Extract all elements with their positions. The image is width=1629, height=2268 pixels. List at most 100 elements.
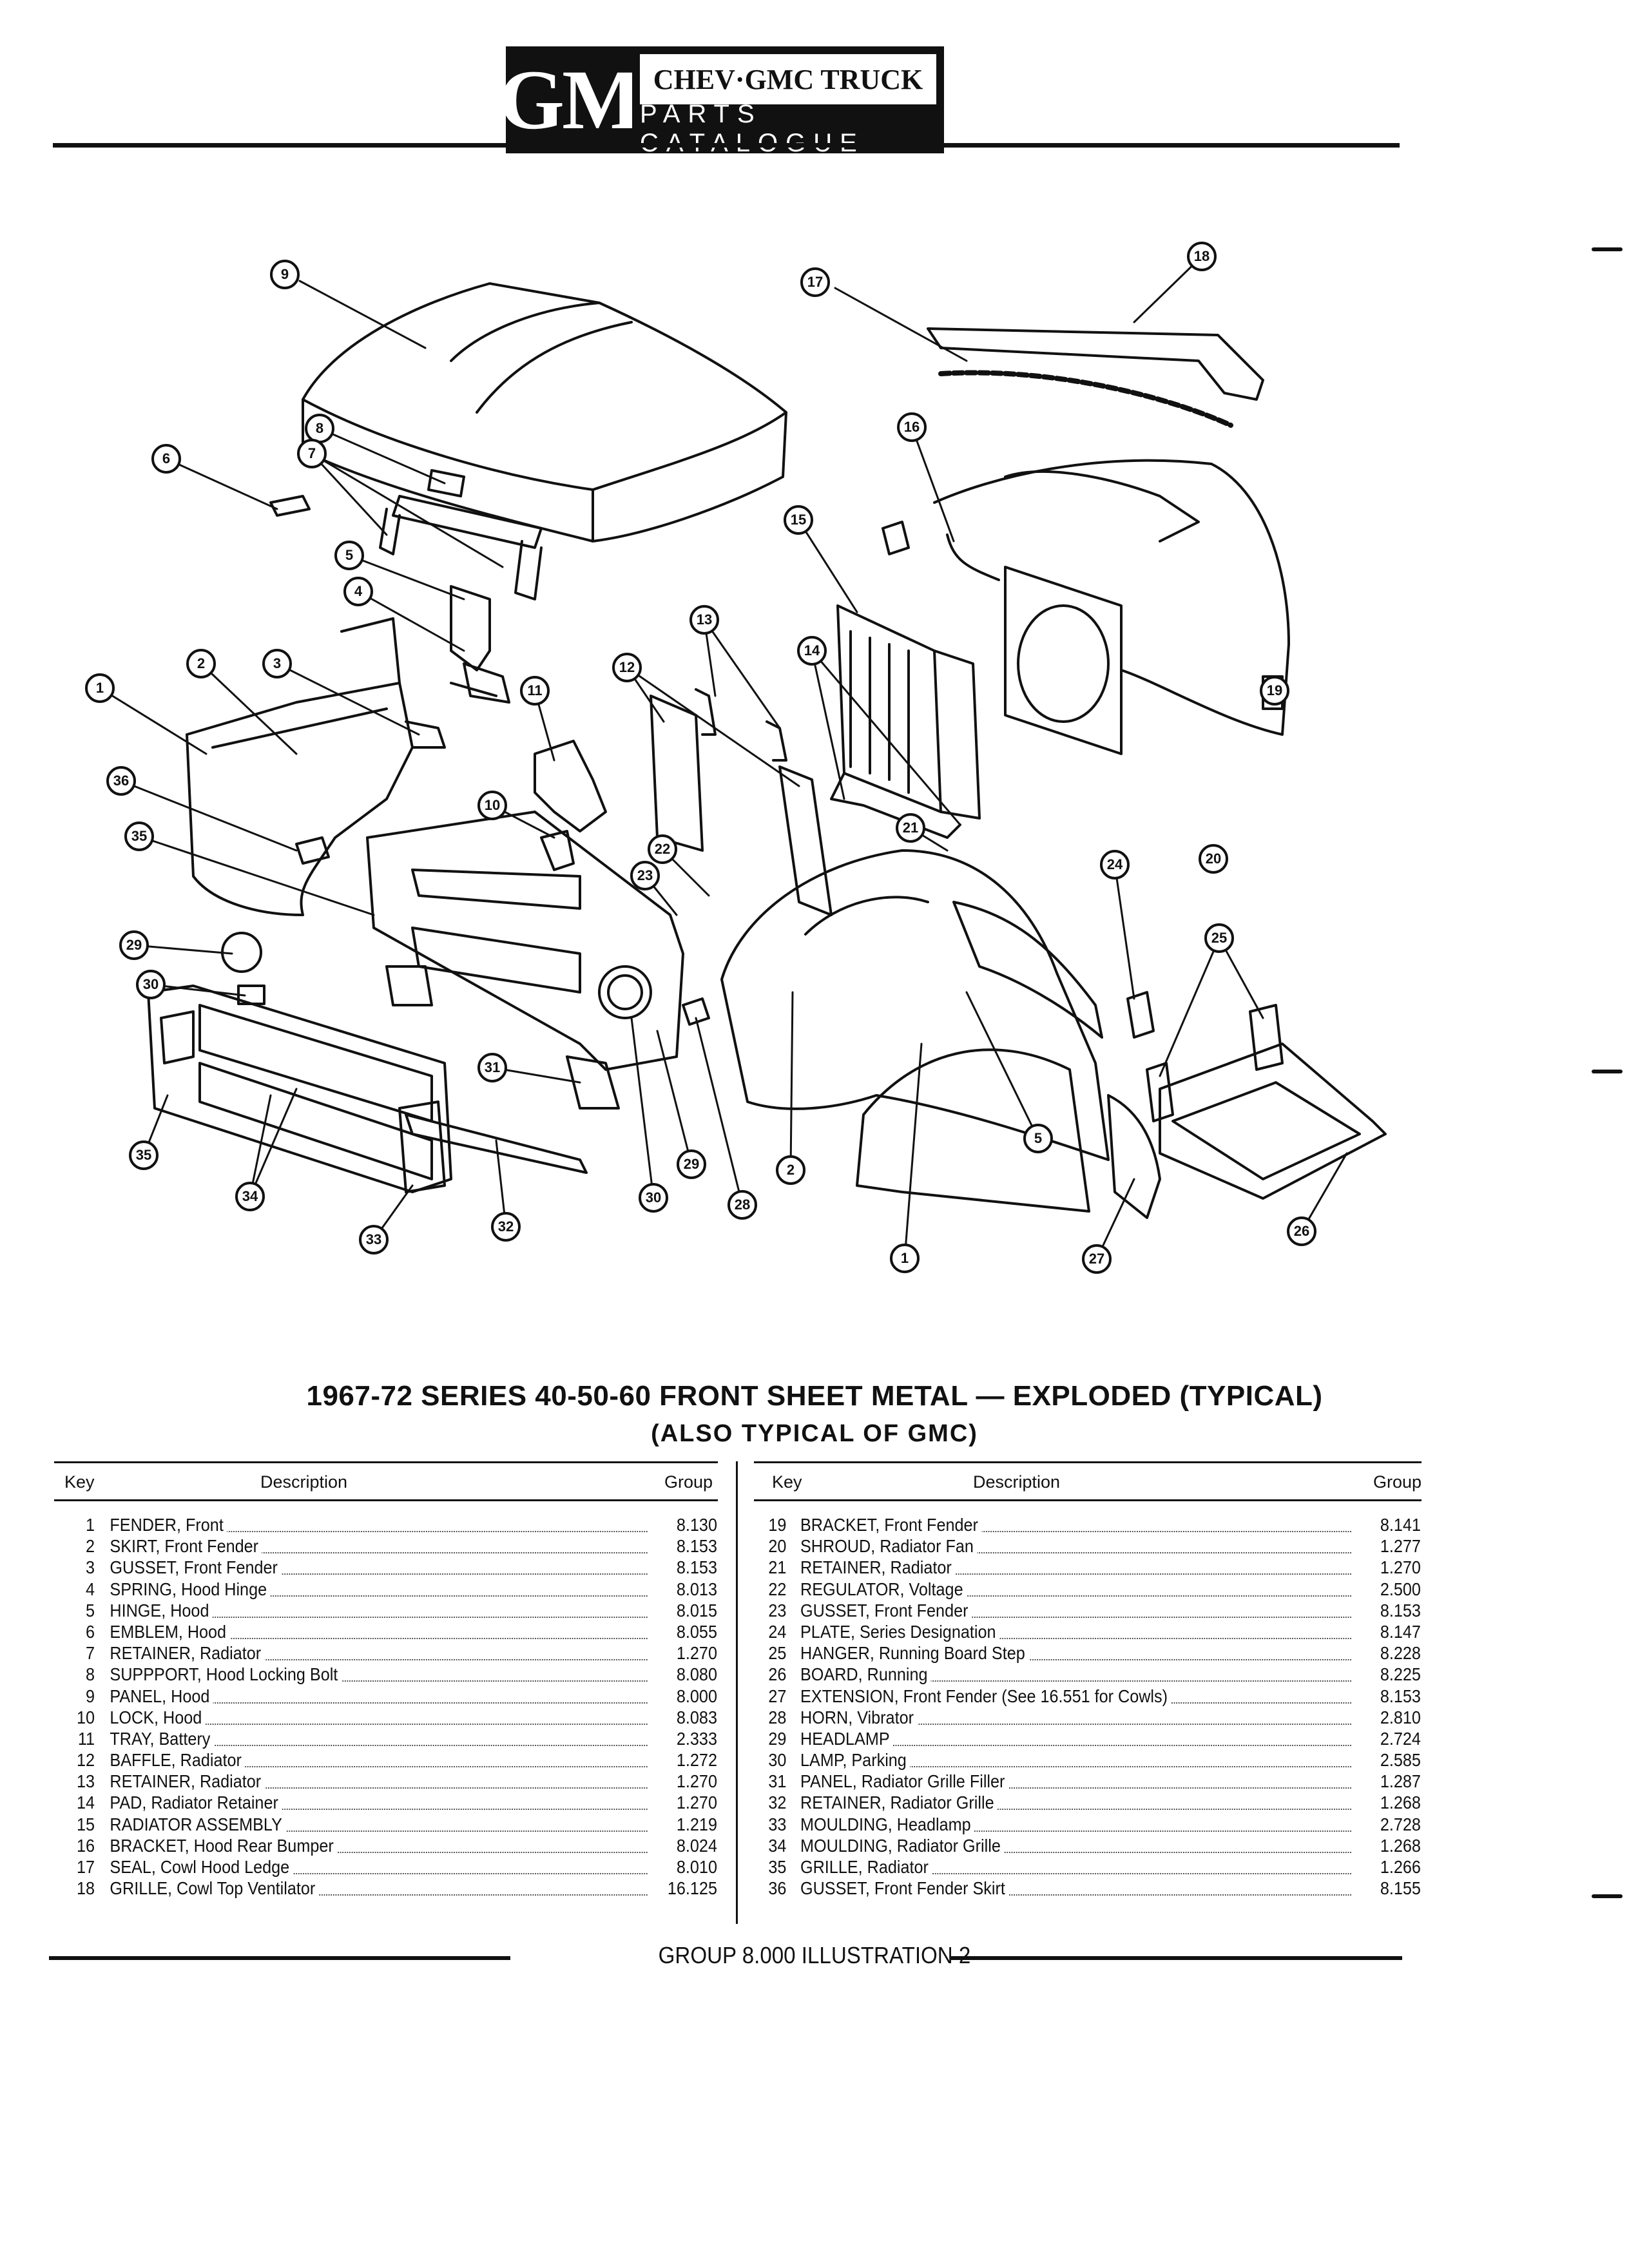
leader-dots bbox=[800, 1878, 1351, 1896]
callout-5-lower: 5 bbox=[1023, 1124, 1053, 1153]
part-description: EMBLEM, Hood bbox=[110, 1620, 230, 1642]
header-line-1: CHEV·GMC TRUCK bbox=[640, 54, 936, 104]
part-description: GUSSET, Front Fender bbox=[110, 1557, 282, 1579]
part-group: 2.333 bbox=[653, 1727, 717, 1749]
part-description: HEADLAMP bbox=[800, 1727, 894, 1749]
series-plate-part bbox=[1126, 991, 1155, 1039]
headlamp-moulding-part bbox=[398, 1100, 446, 1193]
part-key: 19 bbox=[768, 1515, 787, 1535]
part-key: 24 bbox=[768, 1621, 787, 1642]
header-box: CHEV·GMC TRUCK PARTS CATALOGUE bbox=[632, 46, 944, 157]
part-key: 2 bbox=[85, 1536, 95, 1557]
callout-26: 26 bbox=[1287, 1216, 1316, 1246]
table-row: 3 GUSSET, Front Fender 8.153 bbox=[54, 1557, 717, 1579]
part-description: GRILLE, Radiator bbox=[800, 1856, 932, 1878]
part-description: HORN, Vibrator bbox=[800, 1706, 918, 1728]
callout-15: 15 bbox=[784, 505, 813, 535]
callout-3: 3 bbox=[262, 649, 292, 678]
front-fender-part bbox=[720, 849, 1110, 1213]
leader-dots bbox=[800, 1579, 1351, 1597]
part-description: PLATE, Series Designation bbox=[800, 1620, 999, 1642]
part-key: 22 bbox=[768, 1579, 787, 1599]
running-board-part bbox=[1146, 1004, 1387, 1200]
diagram-title: 1967-72 SERIES 40-50-60 FRONT SHEET META… bbox=[306, 1380, 1323, 1412]
callout-35-lower: 35 bbox=[129, 1140, 159, 1170]
horn-part bbox=[682, 997, 710, 1026]
emblem-part bbox=[269, 495, 311, 517]
part-description: BAFFLE, Radiator bbox=[110, 1749, 246, 1771]
grille-panel-part bbox=[366, 811, 684, 1071]
callout-4: 4 bbox=[343, 577, 373, 606]
leader-dots bbox=[800, 1749, 1351, 1768]
leader-dots bbox=[800, 1514, 1351, 1532]
callout-30-left: 30 bbox=[136, 970, 166, 999]
header-key: Key bbox=[772, 1472, 802, 1492]
catalogue-header: GM CHEV·GMC TRUCK PARTS CATALOGUE bbox=[498, 46, 944, 157]
leader-dots bbox=[110, 1792, 648, 1811]
part-key: 3 bbox=[85, 1557, 95, 1578]
footer-rule-right bbox=[951, 1956, 1402, 1960]
leader-dots bbox=[110, 1557, 648, 1575]
part-group: 8.024 bbox=[653, 1834, 717, 1856]
callout-27: 27 bbox=[1082, 1244, 1112, 1274]
part-key: 10 bbox=[76, 1707, 95, 1727]
part-key: 34 bbox=[768, 1835, 787, 1856]
cowl-part bbox=[882, 459, 1290, 736]
part-group: 1.270 bbox=[1356, 1557, 1421, 1579]
part-group: 2.724 bbox=[1356, 1727, 1421, 1749]
fan-shroud-part bbox=[1004, 566, 1123, 755]
callout-22: 22 bbox=[648, 834, 677, 864]
part-description: SEAL, Cowl Hood Ledge bbox=[110, 1856, 293, 1878]
leader-dots bbox=[110, 1856, 648, 1874]
leader-dots bbox=[110, 1707, 648, 1725]
part-description: RETAINER, Radiator bbox=[110, 1642, 265, 1664]
battery-tray-part bbox=[534, 740, 607, 832]
part-description: GUSSET, Front Fender bbox=[800, 1599, 972, 1621]
part-key: 5 bbox=[85, 1600, 95, 1620]
part-description: RETAINER, Radiator bbox=[800, 1557, 956, 1579]
part-description: SHROUD, Radiator Fan bbox=[800, 1535, 978, 1557]
part-group: 1.270 bbox=[653, 1642, 717, 1664]
part-key: 18 bbox=[76, 1878, 95, 1899]
callout-36: 36 bbox=[106, 766, 136, 796]
part-description: SUPPPORT, Hood Locking Bolt bbox=[110, 1664, 342, 1686]
callout-2-upper: 2 bbox=[186, 649, 216, 678]
part-key: 9 bbox=[85, 1686, 95, 1706]
callout-18: 18 bbox=[1187, 242, 1217, 271]
leader-dots bbox=[110, 1814, 648, 1832]
leader-dots bbox=[110, 1642, 648, 1661]
part-description: REGULATOR, Voltage bbox=[800, 1578, 967, 1600]
part-description: BOARD, Running bbox=[800, 1664, 931, 1686]
part-description: FENDER, Front bbox=[110, 1514, 227, 1535]
callout-35-upper: 35 bbox=[124, 822, 154, 851]
part-description: PANEL, Hood bbox=[110, 1685, 213, 1707]
part-group: 8.015 bbox=[653, 1599, 717, 1621]
leader-dots bbox=[110, 1600, 648, 1618]
footer-caption: GROUP 8.000 ILLUSTRATION 2 bbox=[658, 1942, 971, 1968]
part-description: GRILLE, Cowl Top Ventilator bbox=[110, 1878, 319, 1899]
callout-10: 10 bbox=[477, 791, 507, 820]
part-group: 1.272 bbox=[653, 1749, 717, 1771]
leader-dots bbox=[110, 1835, 648, 1853]
header-description: Description bbox=[260, 1472, 348, 1492]
callout-12: 12 bbox=[612, 653, 642, 682]
part-group: 1.219 bbox=[653, 1813, 717, 1835]
part-group: 1.268 bbox=[1356, 1834, 1421, 1856]
gm-logo-text: GM bbox=[498, 52, 642, 147]
part-description: PANEL, Radiator Grille Filler bbox=[800, 1771, 1008, 1792]
filler-panel-right-part bbox=[566, 1055, 620, 1110]
header-group: Group bbox=[1373, 1472, 1422, 1492]
part-description: GUSSET, Front Fender Skirt bbox=[800, 1878, 1009, 1899]
part-group: 8.153 bbox=[653, 1557, 717, 1579]
leader-dots bbox=[800, 1856, 1351, 1874]
callout-16: 16 bbox=[897, 412, 927, 442]
